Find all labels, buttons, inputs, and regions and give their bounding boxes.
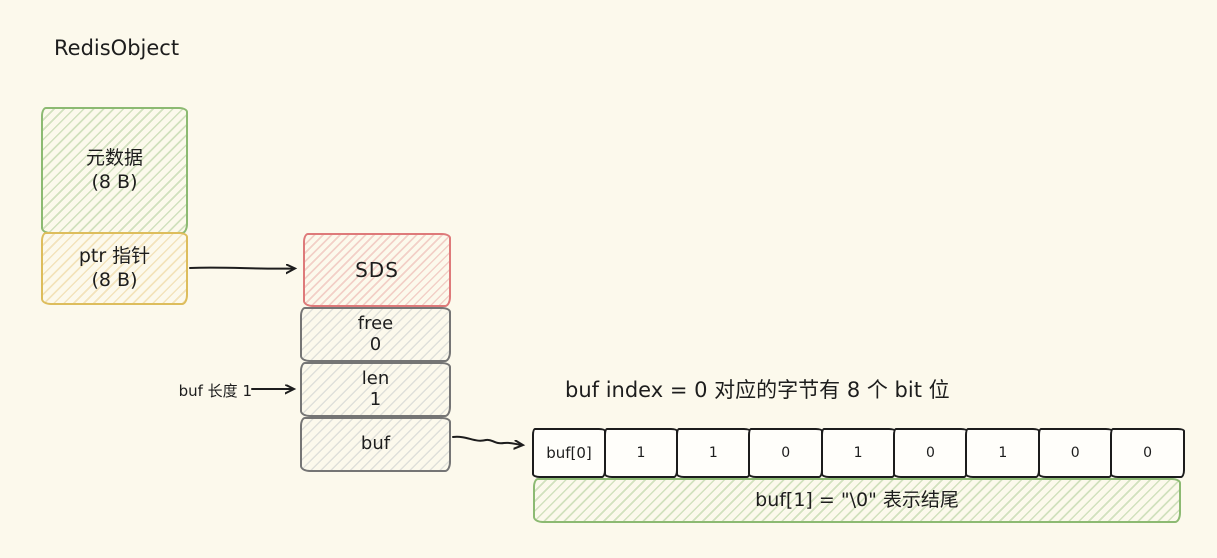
field-name: free — [357, 312, 394, 334]
sds-field-buf: buf — [300, 417, 451, 472]
bit-cell-6: 0 — [1037, 428, 1113, 478]
bit-cell-5: 1 — [965, 428, 1041, 478]
bit-array-caption: buf index = 0 对应的字节有 8 个 bit 位 — [565, 378, 950, 402]
sds-field-len: len 1 — [300, 362, 451, 417]
sds-header-box: SDS — [303, 233, 451, 307]
bit-head-cell: buf[0] — [532, 428, 606, 478]
bit-cell-1: 1 — [675, 428, 751, 478]
bit-cell-3: 1 — [820, 428, 896, 478]
metadata-box: 元数据 (8 B) — [41, 107, 188, 234]
field-value: 0 — [369, 333, 382, 355]
field-value: 1 — [369, 388, 382, 410]
ptr-box: ptr 指针 (8 B) — [41, 232, 188, 305]
metadata-size: (8 B) — [91, 170, 138, 193]
bit-cell-7: 0 — [1110, 428, 1185, 478]
buf-to-bits-arrow — [452, 435, 522, 445]
sds-header-label: SDS — [355, 257, 399, 282]
metadata-label: 元数据 — [85, 146, 143, 169]
sds-field-free: free 0 — [300, 307, 451, 362]
ptr-size: (8 B) — [91, 268, 138, 291]
len-annotation: buf 长度 1 — [178, 382, 252, 400]
bit-cell-0: 1 — [603, 428, 679, 478]
bit-cell-2: 0 — [748, 428, 824, 478]
field-name: len — [361, 367, 390, 389]
terminator-bar: buf[1] = "\0" 表示结尾 — [533, 478, 1181, 523]
bit-array-row: buf[0] 1 1 0 1 0 1 0 0 — [532, 428, 1185, 478]
page-title: RedisObject — [54, 36, 180, 60]
terminator-label: buf[1] = "\0" 表示结尾 — [755, 488, 959, 511]
ptr-label: ptr 指针 — [78, 244, 151, 267]
bit-cell-4: 0 — [893, 428, 968, 478]
field-name: buf — [360, 433, 391, 455]
ptr-to-sds-arrow — [189, 268, 294, 269]
